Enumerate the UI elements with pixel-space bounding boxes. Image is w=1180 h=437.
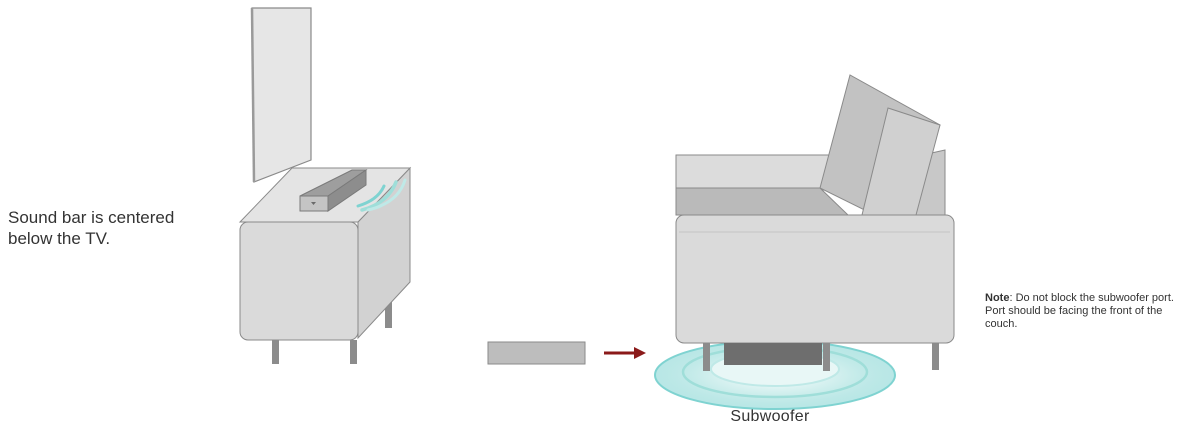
couch-illustration xyxy=(676,75,954,371)
subwoofer-box-illustration xyxy=(488,342,585,364)
subwoofer-caption: Subwoofer xyxy=(720,408,820,426)
soundbar-caption-line2: below the TV. xyxy=(8,228,228,249)
soundbar-caption-line1: Sound bar is centered xyxy=(8,207,228,228)
note-body: : Do not block the subwoofer port. Port … xyxy=(985,292,1174,330)
note-label: Note xyxy=(985,292,1009,304)
tv-illustration xyxy=(252,8,311,182)
subwoofer-under-couch xyxy=(724,343,822,365)
arrow-icon xyxy=(604,347,646,359)
note-text: Note: Do not block the subwoofer port. P… xyxy=(985,292,1177,331)
soundbar-caption: Sound bar is centered below the TV. xyxy=(8,207,228,249)
